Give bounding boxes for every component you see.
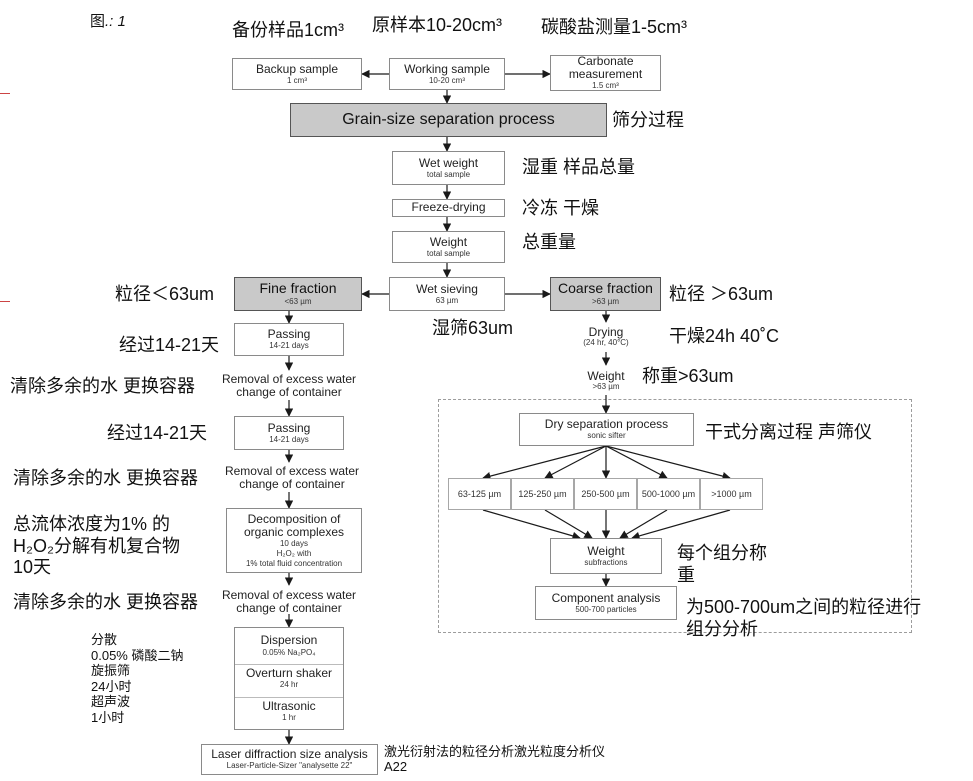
fraction-box-2: 125-250 µm xyxy=(511,478,574,510)
cn-removal1-annotation: 清除多余的水 更换容器 xyxy=(10,376,195,396)
cn-passing1-annotation: 经过14-21天 xyxy=(119,335,220,355)
overturn-step: Overturn shaker 24 hr xyxy=(235,663,343,690)
cn-dry-sep-annotation: 干式分离过程 声筛仪 xyxy=(705,422,873,442)
working-sample-box: Working sample 10-20 cm³ xyxy=(389,58,505,90)
drying-step: Drying (24 hr, 40°C) xyxy=(583,325,629,347)
backup-sample-box: Backup sample 1 cm³ xyxy=(232,58,362,90)
wet-weight-box: Wet weight total sample xyxy=(392,151,505,185)
cn-wet-weight-annotation: 湿重 样品总量 xyxy=(522,157,636,177)
cn-coarse-annotation: 粒径 ＞63um xyxy=(669,284,774,304)
freeze-drying-box: Freeze-drying xyxy=(392,199,505,217)
removal-step-1: Removal of excess water change of contai… xyxy=(221,372,357,399)
cn-laser-annotation: 激光衍射法的粒径分析激光粒度分析仪A22 xyxy=(384,744,606,774)
cn-removal3-annotation: 清除多余的水 更换容器 xyxy=(13,592,198,612)
weight-total-box: Weight total sample xyxy=(392,231,505,263)
cn-weight63-annotation: 称重>63um xyxy=(642,366,734,386)
weight-subfractions-box: Weight subfractions xyxy=(550,538,662,574)
cn-removal2-annotation: 清除多余的水 更换容器 xyxy=(13,468,198,488)
passing-box-1: Passing 14-21 days xyxy=(234,323,344,356)
coarse-analysis-group xyxy=(438,399,912,633)
edge-mark xyxy=(0,93,10,94)
ultrasonic-step: Ultrasonic 1 hr xyxy=(235,696,343,723)
weight-63-step: Weight >63 µm xyxy=(587,369,625,391)
carbonate-measurement-box: Carbonate measurement 1.5 cm³ xyxy=(550,54,661,91)
cn-freeze-annotation: 冷冻 干燥 xyxy=(522,198,600,218)
cn-grain-annotation: 筛分过程 xyxy=(612,110,684,130)
cn-weight-total-annotation: 总重量 xyxy=(522,232,576,252)
dispersion-step: Dispersion 0.05% Na₂PO₄ xyxy=(260,633,318,657)
dispersion-box: Dispersion 0.05% Na₂PO₄ Overturn shaker … xyxy=(234,627,344,730)
grain-size-separation-box: Grain-size separation process xyxy=(290,103,607,137)
passing-box-2: Passing 14-21 days xyxy=(234,416,344,450)
dry-separation-box: Dry separation process sonic sifter xyxy=(519,413,694,446)
edge-mark xyxy=(0,301,10,302)
fraction-box-1: 63-125 µm xyxy=(448,478,511,510)
fraction-box-3: 250-500 µm xyxy=(574,478,637,510)
figure-label: 图.: 1 xyxy=(90,13,126,30)
cn-working-annotation: 原样本10-20cm³ xyxy=(372,15,503,35)
wet-sieving-box: Wet sieving 63 µm xyxy=(389,277,505,311)
laser-diffraction-box: Laser diffraction size analysis Laser-Pa… xyxy=(201,744,378,775)
fraction-box-4: 500-1000 µm xyxy=(637,478,700,510)
cn-component-annotation: 为500-700um之间的粒径进行组分分析 xyxy=(686,597,922,639)
fine-fraction-box: Fine fraction <63 µm xyxy=(234,277,362,311)
cn-carbonate-annotation: 碳酸盐测量1-5cm³ xyxy=(541,17,688,37)
cn-passing2-annotation: 经过14-21天 xyxy=(107,423,208,443)
removal-step-2: Removal of excess water change of contai… xyxy=(224,464,360,491)
fraction-box-5: >1000 µm xyxy=(700,478,763,510)
removal-step-3: Removal of excess water change of contai… xyxy=(221,588,357,615)
cn-weight-sub-annotation: 每个组分称重 xyxy=(677,543,767,585)
cn-fine-annotation: 粒径＜63um xyxy=(115,284,215,304)
decomposition-box: Decomposition of organic complexes 10 da… xyxy=(226,508,362,573)
component-analysis-box: Component analysis 500-700 particles xyxy=(535,586,677,620)
cn-wet-sieving-annotation: 湿筛63um xyxy=(432,318,514,338)
cn-dispersion-annotation: 分散 0.05% 磷酸二钠 旋振筛 24小时 超声波 1小时 xyxy=(91,632,184,725)
coarse-fraction-box: Coarse fraction >63 µm xyxy=(550,277,661,311)
cn-decomp-annotation: 总流体浓度为1% 的H₂O₂分解有机复合物10天 xyxy=(13,514,180,578)
cn-drying-annotation: 干燥24h 40˚C xyxy=(669,326,780,346)
cn-backup-annotation: 备份样品1cm³ xyxy=(232,20,344,40)
